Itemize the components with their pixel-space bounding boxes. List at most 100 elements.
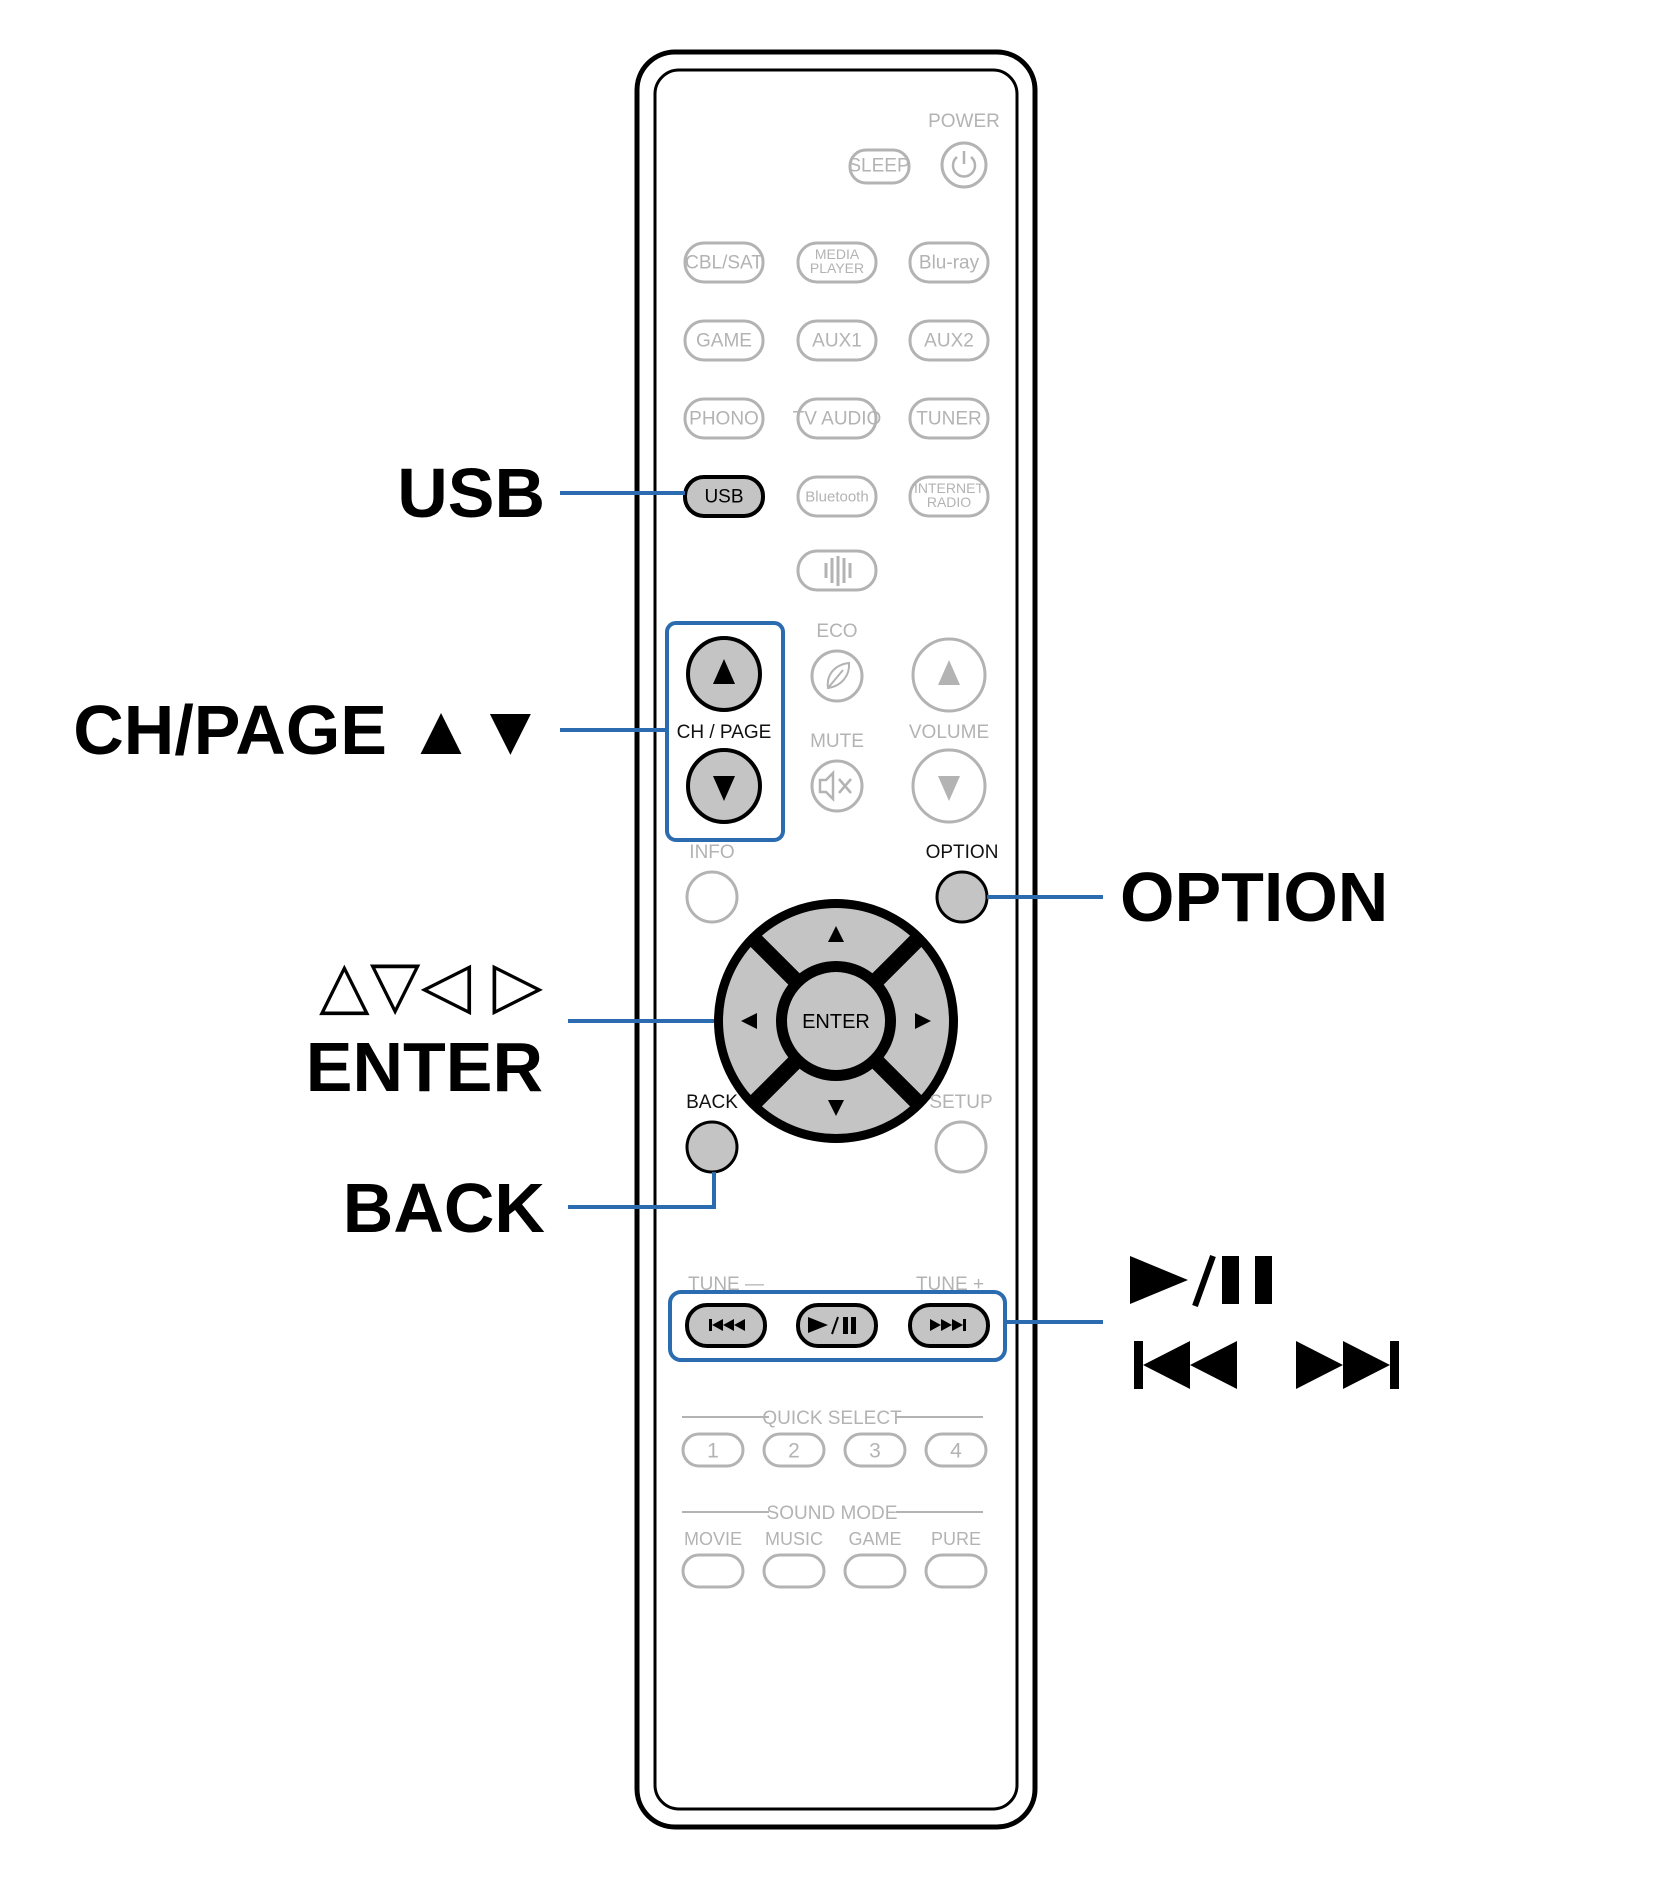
mute-label: MUTE — [810, 731, 864, 752]
option-label: OPTION — [926, 842, 999, 863]
previous-track-icon — [709, 1319, 745, 1331]
input-label-line: INTERNET — [914, 480, 984, 496]
play-icon — [1130, 1256, 1188, 1304]
sound-mode-button-movie[interactable]: MOVIE — [681, 1529, 745, 1589]
input-label: AUX2 — [924, 331, 974, 352]
input-button-aux2[interactable]: AUX2 — [908, 319, 990, 362]
pause-icon — [1222, 1256, 1239, 1304]
leaf-icon — [826, 661, 851, 690]
setup-label: SETUP — [929, 1092, 992, 1113]
down-triangle-icon — [938, 776, 960, 801]
input-label-line: PLAYER — [810, 260, 864, 276]
sound-mode-label: SOUND MODE — [767, 1503, 898, 1524]
input-button-cbl-sat[interactable]: CBL/SAT — [683, 241, 765, 284]
setup-button[interactable] — [934, 1120, 988, 1174]
callout-usb: USB — [397, 454, 545, 532]
callout-skip: ❙◀◀ ▶▶❙ — [0, 0, 1399, 1389]
eco-button[interactable] — [810, 649, 864, 703]
ch-page-down-button[interactable] — [686, 748, 762, 824]
ch-page-label: CH / PAGE — [677, 722, 772, 743]
input-button-usb[interactable]: USB — [683, 475, 765, 518]
next-button[interactable] — [908, 1303, 990, 1348]
input-button-blu-ray[interactable]: Blu-ray — [908, 241, 990, 284]
speaker-muted-icon — [818, 769, 852, 803]
sound-mode-button-music[interactable]: MUSIC — [762, 1529, 826, 1589]
enter-button[interactable] — [787, 972, 885, 1070]
tune-minus-label: TUNE — — [688, 1274, 764, 1295]
quick-select-number: 4 — [950, 1440, 962, 1463]
input-button-tv-audio[interactable]: TV AUDIO — [793, 397, 882, 440]
quick-select-label: QUICK SELECT — [762, 1408, 902, 1429]
sleep-button[interactable]: SLEEP — [848, 148, 911, 185]
volume-label: VOLUME — [909, 722, 989, 743]
callout-ch-page: CH/PAGE ▲▼ — [73, 691, 545, 769]
sound-mode-label: PURE — [931, 1529, 981, 1549]
input-label: TUNER — [916, 409, 981, 430]
sound-mode-button-game[interactable]: GAME — [843, 1529, 907, 1589]
option-button[interactable] — [935, 870, 989, 924]
callout-option: OPTION — [1120, 858, 1388, 936]
input-label-line: MEDIA — [815, 246, 860, 262]
sound-mode-label: MOVIE — [684, 1529, 742, 1549]
direction-pad: ENTER — [714, 899, 958, 1143]
mute-button[interactable] — [810, 759, 864, 813]
input-label: Blu-ray — [919, 253, 980, 274]
input-label: AUX1 — [812, 331, 862, 352]
enter-label: ENTER — [802, 1011, 870, 1033]
quick-select-number: 1 — [707, 1440, 719, 1463]
sleep-label: SLEEP — [848, 156, 909, 177]
quick-select-button-2[interactable]: 2 — [762, 1432, 826, 1468]
quick-select-button-4[interactable]: 4 — [924, 1432, 988, 1468]
callout-back: BACK — [343, 1169, 545, 1247]
power-button[interactable] — [940, 141, 988, 189]
ch-page-up-button[interactable] — [686, 636, 762, 712]
input-label: GAME — [696, 331, 752, 352]
info-button[interactable] — [685, 870, 739, 924]
input-label: CBL/SAT — [685, 253, 763, 274]
callout-enter: ENTER — [306, 1028, 543, 1106]
skip-back-icon — [1134, 1341, 1237, 1389]
back-button[interactable] — [685, 1120, 739, 1174]
volume-up-button[interactable] — [911, 637, 987, 713]
input-label: TV AUDIO — [793, 409, 882, 430]
back-label: BACK — [686, 1092, 738, 1113]
down-triangle-icon — [713, 776, 735, 801]
sound-mode-label: GAME — [848, 1529, 901, 1549]
callout-play-pause: ►/❚❚ — [0, 0, 1272, 1308]
input-button-phono[interactable]: PHONO — [683, 397, 765, 440]
power-icon — [951, 151, 977, 178]
play-pause-button[interactable] — [796, 1303, 878, 1348]
quick-select-button-3[interactable]: 3 — [843, 1432, 907, 1468]
callout-skip-text: ❙◀◀ ▶▶❙ — [0, 0, 5, 1]
input-button-bluetooth[interactable]: Bluetooth — [796, 475, 878, 518]
cursor-left-icon — [741, 1013, 757, 1029]
up-triangle-icon — [938, 660, 960, 685]
up-triangle-icon — [713, 659, 735, 684]
callout-cursor-arrows: △▽◁ ▷ — [319, 946, 543, 1023]
volume-down-button[interactable] — [911, 748, 987, 824]
quick-select-number: 2 — [788, 1440, 800, 1463]
cursor-down-icon — [828, 1100, 844, 1116]
input-label: PHONO — [689, 409, 759, 430]
info-label: INFO — [689, 842, 734, 863]
quick-select-section: QUICK SELECT 1 2 3 4 — [681, 1408, 988, 1468]
input-button-aux1[interactable]: AUX1 — [796, 319, 878, 362]
sound-mode-section: SOUND MODE MOVIE MUSIC GAME PURE — [681, 1503, 988, 1589]
callout-back-line — [568, 1172, 716, 1209]
cursor-up-icon — [828, 926, 844, 942]
cursor-right-icon — [915, 1013, 931, 1029]
sound-mode-label: MUSIC — [765, 1529, 823, 1549]
input-button-tuner[interactable]: TUNER — [908, 397, 990, 440]
previous-button[interactable] — [685, 1303, 767, 1348]
tune-plus-label: TUNE + — [916, 1274, 984, 1295]
input-button-game[interactable]: GAME — [683, 319, 765, 362]
callout-play-pause-text: ►/❚❚ — [0, 0, 3, 1]
play-pause-icon — [808, 1316, 856, 1335]
quick-select-number: 3 — [869, 1440, 881, 1463]
sound-wave-button[interactable] — [796, 549, 878, 592]
quick-select-button-1[interactable]: 1 — [681, 1432, 745, 1468]
sound-mode-button-pure[interactable]: PURE — [924, 1529, 988, 1589]
